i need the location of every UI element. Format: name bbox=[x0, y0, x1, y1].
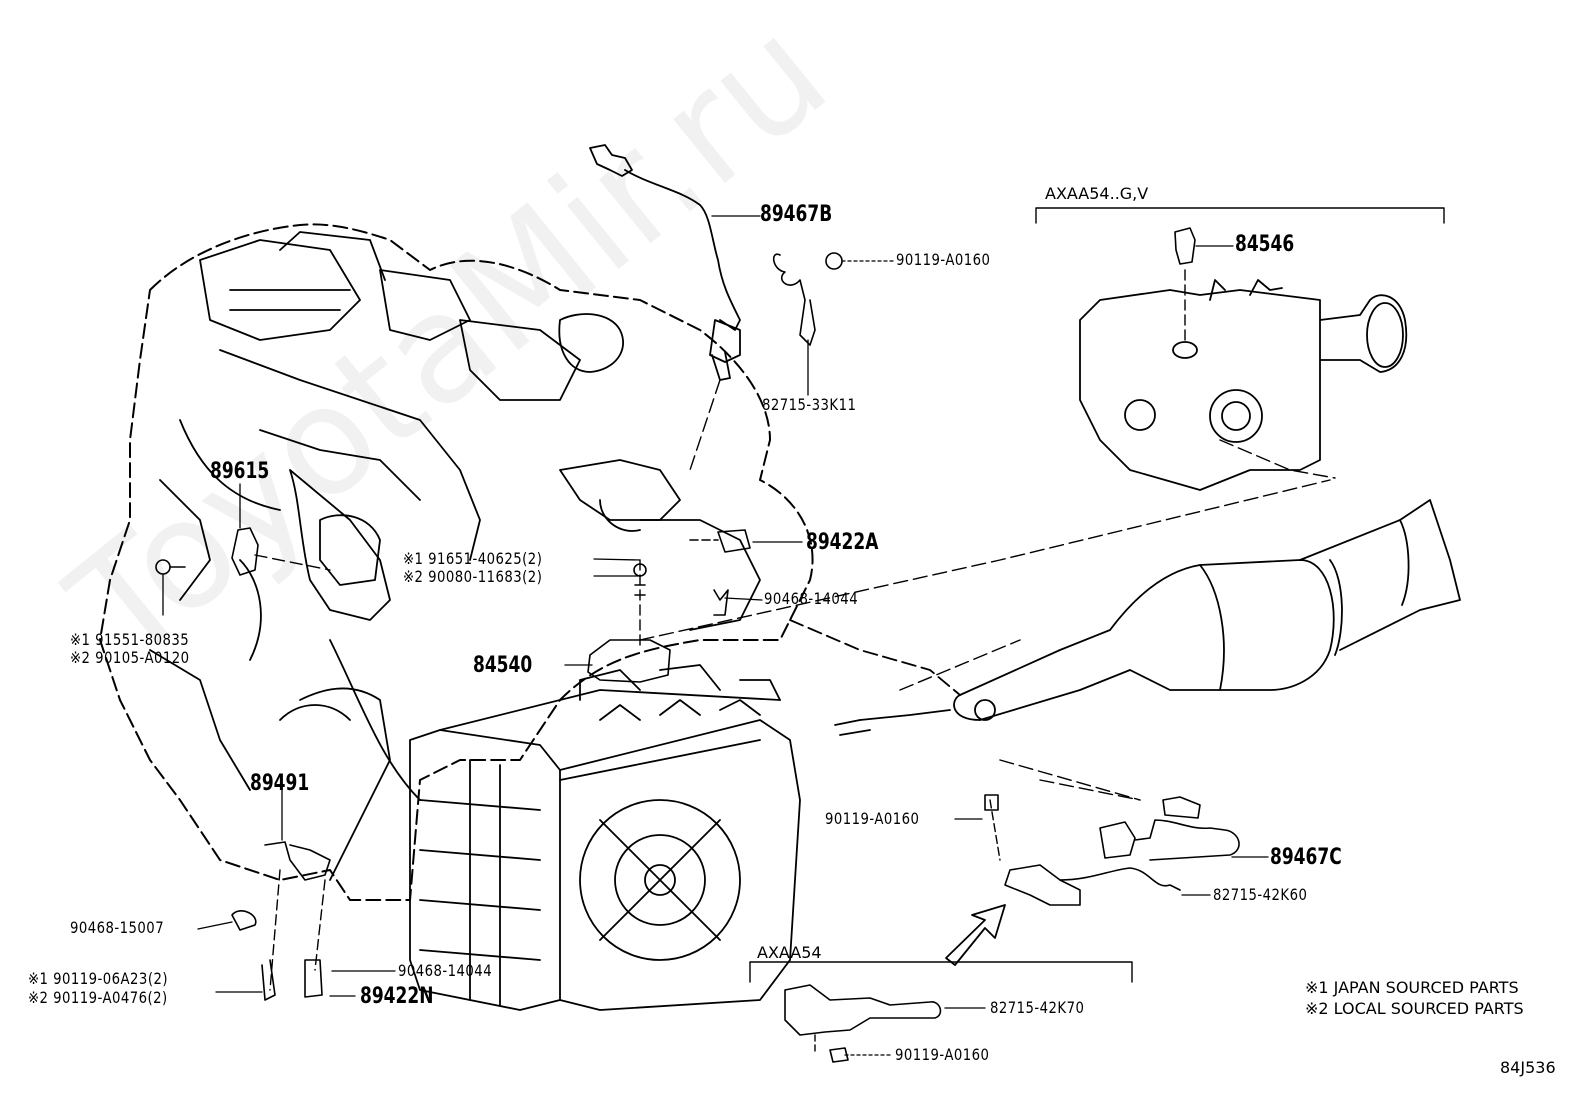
part-label-82715-42K70[interactable]: 82715-42K70 bbox=[990, 998, 1085, 1017]
part-label-89467B[interactable]: 89467B bbox=[760, 202, 833, 227]
legend-note-local: ※2 LOCAL SOURCED PARTS bbox=[1305, 999, 1524, 1018]
part-label-89491[interactable]: 89491 bbox=[250, 771, 310, 796]
sensor-89467B bbox=[589, 144, 741, 471]
sensor-89467C bbox=[984, 794, 1240, 906]
view-arrow bbox=[945, 904, 1006, 966]
part-label-90119-A0160-bottom[interactable]: 90119-A0160 bbox=[895, 1045, 990, 1064]
part-label-90468-14044-lower[interactable]: 90468-14044 bbox=[398, 961, 493, 980]
group-bracket-upper-right bbox=[1035, 207, 1445, 224]
group-label-lower: AXAA54 bbox=[757, 943, 822, 962]
part-label-89422A[interactable]: 89422A bbox=[806, 530, 879, 555]
diagram-code: 84J536 bbox=[1500, 1058, 1556, 1077]
part-label-91651-40625[interactable]: ※1 91651-40625(2) bbox=[403, 549, 543, 568]
part-label-84540[interactable]: 84540 bbox=[473, 653, 533, 678]
part-label-90119-A0476[interactable]: ※2 90119-A0476(2) bbox=[28, 988, 168, 1007]
part-label-90468-14044-upper[interactable]: 90468-14044 bbox=[764, 589, 859, 608]
part-label-90080-11683[interactable]: ※2 90080-11683(2) bbox=[403, 567, 543, 586]
part-label-90105-A0120[interactable]: ※2 90105-A0120 bbox=[70, 648, 190, 667]
transfer-assembly bbox=[1079, 269, 1408, 491]
bracket-82715-42K70 bbox=[784, 984, 942, 1063]
sensor-89422A bbox=[689, 529, 751, 616]
part-label-82715-42K60[interactable]: 82715-42K60 bbox=[1213, 885, 1308, 904]
part-label-82715-33K11[interactable]: 82715-33K11 bbox=[762, 395, 857, 414]
sensor-89615 bbox=[155, 527, 331, 576]
sensor-84546 bbox=[1174, 227, 1196, 265]
part-label-89422N[interactable]: 89422N bbox=[360, 984, 434, 1009]
part-label-90119-A0160-mid[interactable]: 90119-A0160 bbox=[825, 809, 920, 828]
exhaust-catalyst bbox=[639, 479, 1461, 801]
part-label-84546[interactable]: 84546 bbox=[1235, 232, 1295, 257]
sensor-89491 bbox=[231, 841, 331, 1001]
group-label-upper-right: AXAA54..G,V bbox=[1045, 184, 1149, 203]
part-label-90468-15007[interactable]: 90468-15007 bbox=[70, 918, 165, 937]
bracket-82715-33K11 bbox=[772, 252, 843, 346]
engine-block bbox=[99, 223, 814, 901]
part-label-89467C[interactable]: 89467C bbox=[1270, 845, 1342, 870]
part-label-91551-80835[interactable]: ※1 91551-80835 bbox=[70, 630, 190, 649]
part-label-90119-06A23[interactable]: ※1 90119-06A23(2) bbox=[28, 969, 168, 988]
part-label-89615[interactable]: 89615 bbox=[210, 459, 270, 484]
leader-lines bbox=[162, 215, 1269, 1056]
switch-84540 bbox=[587, 559, 671, 683]
part-label-90119-A0160-top[interactable]: 90119-A0160 bbox=[896, 250, 991, 269]
legend-note-japan: ※1 JAPAN SOURCED PARTS bbox=[1305, 978, 1519, 997]
engine-details bbox=[149, 231, 761, 881]
transaxle-case bbox=[409, 664, 801, 1011]
group-bracket-lower bbox=[749, 961, 1133, 983]
